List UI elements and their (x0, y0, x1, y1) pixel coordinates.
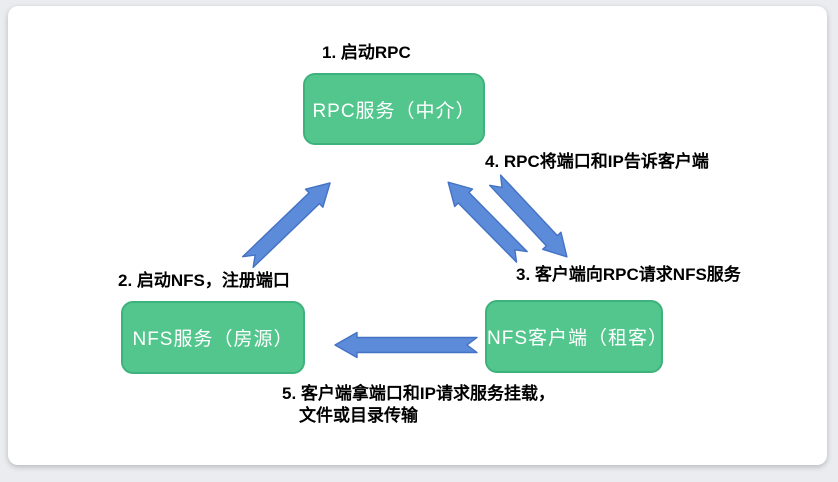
step-2-label: 2. 启动NFS，注册端口 (118, 271, 290, 290)
step-4-label: 4. RPC将端口和IP告诉客户端 (485, 152, 709, 171)
node-nfs-client: NFS客户端（租客） (485, 300, 669, 373)
step-1-label: 1. 启动RPC (322, 43, 411, 62)
node-nfs-client-label: NFS客户端（租客） (487, 328, 669, 349)
step-3-label: 3. 客户端向RPC请求NFS服务 (516, 265, 741, 284)
node-rpc-service: RPC服务（中介） (303, 73, 485, 145)
arrow-rpc-to-nfs-client-icon (488, 174, 568, 258)
node-nfs-server: NFS服务（房源） (121, 301, 305, 374)
diagram-canvas: RPC服务（中介） NFS服务（房源） NFS客户端（租客） 1. 启动RPC … (8, 6, 827, 465)
arrow-nfs-client-to-rpc-icon (447, 181, 528, 263)
arrow-nfs-client-to-nfs-server-icon (334, 331, 478, 359)
arrow-nfs-server-to-rpc-icon (242, 182, 331, 269)
node-nfs-server-label: NFS服务（房源） (132, 329, 294, 350)
node-rpc-service-label: RPC服务（中介） (312, 100, 476, 122)
step-5-line2: 文件或目录传输 (299, 406, 418, 425)
step-5-line1: 5. 客户端拿端口和IP请求服务挂载， (282, 384, 555, 403)
step-5-label: 5. 客户端拿端口和IP请求服务挂载， 文件或目录传输 (282, 383, 555, 427)
